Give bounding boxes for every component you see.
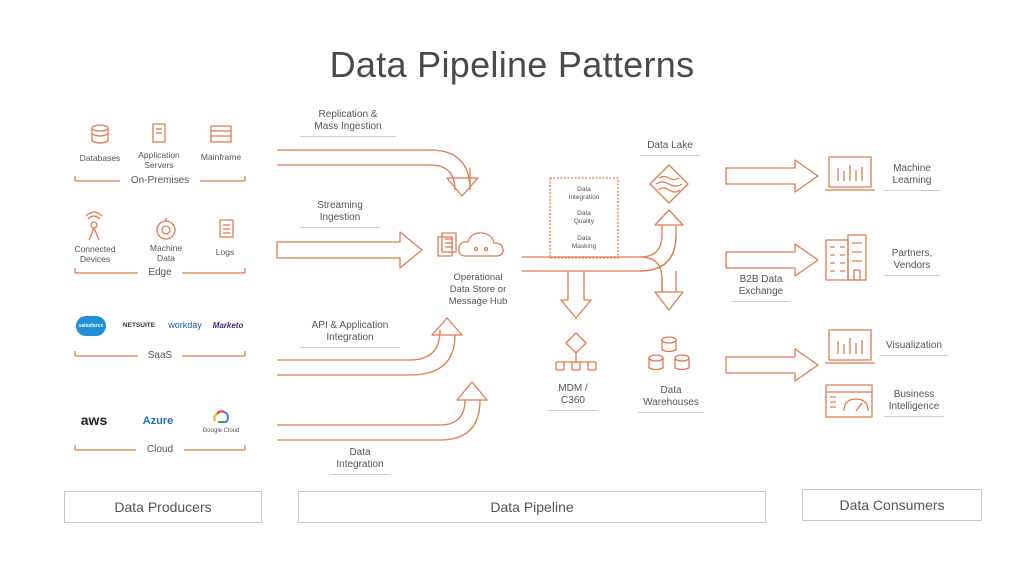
api-arrow: [277, 317, 463, 376]
mdm-icon: [555, 332, 597, 371]
saas-label: SaaS: [138, 350, 182, 361]
on-premises-label: On-Premises: [120, 175, 200, 186]
app-servers-label: Application Servers: [138, 150, 180, 170]
box-masking-label: Data Masking: [571, 235, 597, 250]
database-icon: [91, 124, 109, 144]
box-integration-label: Data Integration: [568, 186, 600, 201]
bi-dashboard-icon: [825, 384, 873, 418]
api-label: API & Application Integration: [300, 320, 400, 348]
hub-label: Operational Data Store or Message Hub: [448, 272, 508, 307]
data-lake-label: Data Lake: [640, 140, 700, 156]
machine-data-label: Machine Data: [149, 243, 183, 263]
b2b-arrow: [725, 243, 819, 277]
warehouses-label: Data Warehouses: [638, 385, 704, 413]
data-integration-label: Data Integration: [330, 447, 390, 475]
logs-label: Logs: [215, 247, 235, 257]
salesforce-logo: salesforce: [76, 316, 106, 336]
replication-label: Replication & Mass Ingestion: [300, 109, 396, 137]
cloud-icon: [458, 232, 504, 257]
databases-label: Databases: [79, 153, 121, 163]
documents-icon: [437, 232, 457, 257]
box-quality-label: Data Quality: [573, 210, 595, 225]
data-pipeline-box: Data Pipeline: [298, 491, 766, 523]
integration-arrow: [277, 381, 488, 441]
b2b-label: B2B Data Exchange: [732, 274, 790, 302]
page-title: Data Pipeline Patterns: [329, 44, 695, 85]
replication-arrow: [277, 149, 479, 197]
ml-label: Machine Learning: [884, 163, 940, 191]
mainframe-icon: [210, 125, 232, 143]
data-producers-box: Data Producers: [64, 491, 262, 523]
data-consumers-box: Data Consumers: [802, 489, 982, 521]
viz-label: Visualization: [880, 340, 948, 356]
streaming-arrow: [276, 231, 423, 269]
mdm-label: MDM / C360: [548, 383, 598, 411]
connected-devices-label: Connected Devices: [74, 244, 116, 264]
data-lake-icon: [649, 164, 689, 204]
workday-logo: workday: [168, 320, 202, 330]
google-cloud-logo: Google Cloud: [202, 428, 240, 434]
edge-label: Edge: [138, 267, 182, 278]
streaming-label: Streaming Ingestion: [300, 200, 380, 228]
netsuite-logo: NETSUITE: [122, 322, 156, 329]
pipeline-box: [549, 177, 619, 259]
viz-arrow: [725, 348, 819, 382]
logs-icon: [219, 219, 234, 238]
aws-logo: aws: [80, 412, 108, 428]
partners-label: Partners, Vendors: [884, 248, 940, 276]
server-icon: [152, 123, 166, 143]
bi-label: Business Intelligence: [884, 389, 944, 417]
warehouse-icon: [648, 336, 690, 371]
building-icon: [825, 234, 867, 281]
google-cloud-icon: [213, 410, 230, 423]
azure-logo: Azure: [142, 415, 174, 427]
marketo-logo: Marketo: [212, 321, 244, 330]
ml-monitor-icon: [825, 156, 875, 191]
mainframe-label: Mainframe: [200, 152, 242, 162]
antenna-icon: [85, 211, 103, 241]
ml-arrow: [725, 159, 819, 193]
viz-monitor-icon: [825, 329, 875, 364]
mdm-arrow: [560, 271, 592, 319]
machine-data-icon: [156, 218, 176, 240]
cloud-label: Cloud: [136, 444, 184, 455]
